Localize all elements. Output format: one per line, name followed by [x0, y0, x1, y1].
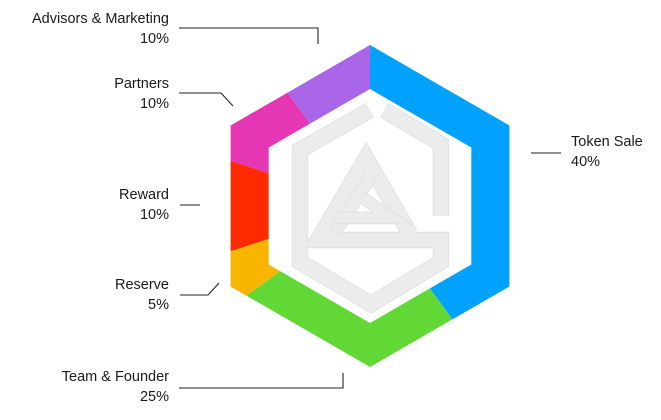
- leader-line-advisors: [179, 27, 319, 44]
- label-token-sale: Token Sale 40%: [571, 132, 643, 172]
- logo-band: [380, 103, 449, 216]
- slice-partners: [230, 92, 311, 174]
- logo-band: [292, 103, 449, 313]
- leader-lines: [179, 27, 561, 389]
- label-advisors-marketing: Advisors & Marketing 10%: [32, 9, 169, 49]
- slice-label: Reserve: [115, 277, 169, 293]
- logo-band: [336, 191, 410, 224]
- slice-reward: [230, 160, 269, 252]
- slice-value: 5%: [148, 297, 169, 313]
- slice-value: 10%: [139, 96, 169, 112]
- leader-line-team-founder: [179, 373, 344, 389]
- label-reward: Reward 10%: [119, 185, 169, 225]
- slice-label: Advisors & Marketing: [32, 11, 169, 27]
- slice-team-founder: [246, 271, 453, 367]
- slice-value: 40%: [571, 154, 601, 170]
- label-reserve: Reserve 5%: [115, 275, 169, 315]
- slice-value: 10%: [139, 31, 169, 47]
- slice-value: 10%: [139, 207, 169, 223]
- slice-value: 25%: [139, 389, 169, 405]
- slice-token-sale: [370, 45, 510, 320]
- slice-advisors-marketing: [287, 45, 370, 124]
- slice-label: Token Sale: [571, 134, 643, 150]
- slices-group: [230, 45, 510, 367]
- slice-reserve: [230, 238, 281, 296]
- slice-label: Team & Founder: [61, 369, 169, 385]
- label-partners: Partners 10%: [114, 74, 169, 114]
- center-logo-icon: [291, 102, 450, 314]
- leader-line-partners: [179, 92, 234, 107]
- slice-label: Reward: [119, 187, 169, 203]
- label-team-founder: Team & Founder 25%: [62, 367, 169, 407]
- leader-line-reserve: [180, 282, 220, 296]
- slice-label: Partners: [114, 76, 169, 92]
